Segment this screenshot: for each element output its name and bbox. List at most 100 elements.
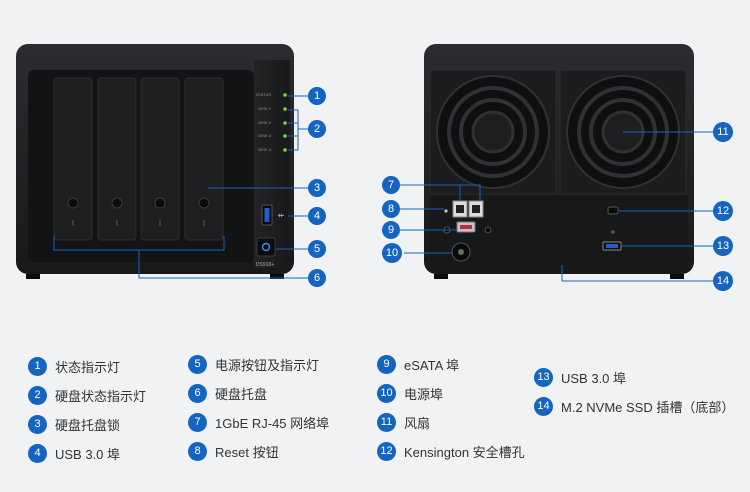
disk-led-icon [283, 121, 287, 125]
callout-badge: 3 [308, 179, 326, 197]
esata-insert [460, 225, 472, 229]
legend-number-badge: 5 [188, 354, 207, 374]
legend-number-badge: 11 [377, 412, 396, 432]
legend-number-badge: 10 [377, 383, 396, 403]
screw-icon [484, 226, 492, 234]
drive-tray[interactable] [97, 77, 137, 241]
led-label: DISK 2 [258, 120, 271, 125]
legend-label: 状态指示灯 [55, 359, 121, 375]
drive-tray[interactable] [140, 77, 180, 241]
legend-number-badge: 13 [534, 367, 553, 387]
drive-tray[interactable] [53, 77, 93, 241]
legend-item: 2 硬盘状态指示灯 [28, 384, 146, 406]
legend-item: 11 风扇 [377, 411, 430, 433]
led-label: DISK 1 [258, 106, 271, 111]
svg-text:10: 10 [386, 247, 398, 259]
status-led-icon [283, 93, 287, 97]
disk-led-icon [283, 107, 287, 111]
kensington-slot-icon[interactable] [607, 206, 619, 215]
legend-label: 硬盘托盘 [215, 386, 268, 402]
callout-badges: 1 2 3 4 5 6 7 8 9 10 11 12 13 14 [308, 87, 733, 291]
fan-guard [447, 86, 539, 178]
legend-label: USB 3.0 埠 [561, 370, 627, 386]
svg-text:11: 11 [717, 126, 728, 138]
legend-item: 8 Reset 按钮 [188, 440, 279, 462]
svg-text:7: 7 [388, 179, 394, 191]
legend-number-badge: 7 [188, 412, 207, 432]
legend-label: 硬盘托盘锁 [55, 417, 121, 433]
callout-badge: 14 [713, 271, 733, 291]
legend-item: 10 电源埠 [377, 382, 443, 404]
led-label: DISK 4 [258, 147, 271, 152]
usb-insert [606, 244, 618, 248]
callout-badge: 6 [308, 269, 326, 287]
back-foot [434, 274, 448, 279]
legend-label: 电源按钮及指示灯 [215, 357, 320, 373]
legend-number-badge: 1 [28, 356, 47, 376]
svg-text:9: 9 [388, 224, 394, 236]
callout-badge: 11 [713, 122, 733, 142]
callout-badge: 1 [308, 87, 326, 105]
led-indicators: STATUS DISK 1 DISK 2 DISK 3 DISK 4 [256, 92, 287, 152]
reset-pinhole-icon[interactable] [444, 209, 448, 213]
svg-text:4: 4 [314, 210, 320, 222]
legend-number-badge: 3 [28, 414, 47, 434]
legend-label: 1GbE RJ-45 网络埠 [215, 415, 330, 431]
svg-text:8: 8 [388, 203, 394, 215]
lan-socket [456, 205, 464, 213]
leader-line [288, 109, 299, 151]
tray-lock-icon[interactable] [111, 197, 123, 209]
disk-led-icon [283, 134, 287, 138]
legend-item: 12 Kensington 安全槽孔 [377, 440, 525, 462]
legend-item: 5 电源按钮及指示灯 [188, 353, 319, 375]
led-label: DISK 3 [258, 133, 271, 138]
tray-lock-icon[interactable] [198, 197, 210, 209]
nas-back-view [424, 44, 694, 279]
callout-badge: 7 [382, 176, 400, 194]
nas-diagram: STATUS DISK 1 DISK 2 DISK 3 DISK 4 ⇷ DS9… [16, 44, 733, 291]
legend-number-badge: 8 [188, 441, 207, 461]
legend-label: 风扇 [404, 415, 431, 431]
nas-front-view: STATUS DISK 1 DISK 2 DISK 3 DISK 4 ⇷ DS9… [16, 44, 294, 279]
leader-line [400, 184, 481, 200]
svg-text:5: 5 [314, 243, 320, 255]
legend-label: USB 3.0 埠 [55, 446, 121, 462]
legend-item: 9 eSATA 埠 [377, 353, 459, 375]
led-label: STATUS [256, 92, 272, 97]
callout-badge: 4 [308, 207, 326, 225]
fan-guard [459, 98, 527, 166]
power-button[interactable] [256, 237, 276, 257]
power-icon [261, 242, 271, 252]
leader-line [561, 265, 713, 282]
fan-hub [471, 110, 515, 154]
model-label: DS918+ [256, 262, 274, 268]
legend-label: Kensington 安全槽孔 [404, 444, 525, 460]
svg-text:1: 1 [314, 90, 320, 102]
legend-number-badge: 2 [28, 385, 47, 405]
svg-text:6: 6 [314, 272, 320, 284]
front-foot [26, 274, 40, 279]
callout-badge: 10 [382, 243, 402, 263]
tray-lock-icon[interactable] [154, 197, 166, 209]
fan-left [429, 69, 557, 195]
svg-text:12: 12 [717, 205, 729, 217]
power-jack-pin [458, 249, 464, 255]
legend-item: 1 状态指示灯 [28, 355, 120, 377]
legend-item: 13 USB 3.0 埠 [534, 366, 626, 388]
front-foot [270, 274, 284, 279]
drive-tray[interactable] [184, 77, 224, 241]
callout-badge: 2 [308, 120, 326, 138]
legend-number-badge: 9 [377, 354, 396, 374]
legend-number-badge: 6 [188, 383, 207, 403]
legend-label: M.2 NVMe SSD 插槽（底部） [561, 399, 735, 415]
legend-number-badge: 4 [28, 443, 47, 463]
svg-text:2: 2 [314, 123, 320, 135]
legend-number-badge: 12 [377, 441, 396, 461]
legend-item: 7 1GbE RJ-45 网络埠 [188, 411, 329, 433]
legend-item: 3 硬盘托盘锁 [28, 413, 120, 435]
leader-lines [53, 95, 713, 282]
tray-lock-icon[interactable] [67, 197, 79, 209]
drive-trays [53, 77, 224, 241]
callout-badge: 9 [382, 221, 400, 239]
